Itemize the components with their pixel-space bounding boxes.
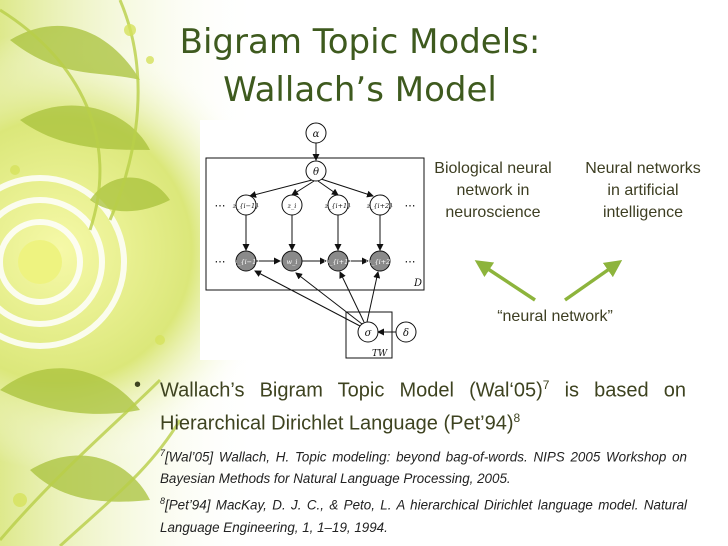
arrow-to-ai xyxy=(563,259,623,302)
bullet-dot-icon: • xyxy=(134,374,142,396)
references: 7[Wal’05] Wallach, H. Topic modeling: be… xyxy=(160,442,687,539)
meaning-arrows xyxy=(474,259,623,302)
ellipsis-left-bottom: ⋯ xyxy=(215,256,226,268)
bullet-sup-8: 8 xyxy=(513,410,521,425)
bullet-sup-7: 7 xyxy=(542,378,550,392)
title-line-2: Wallach’s Model xyxy=(223,70,497,110)
biological-neural-network-label: Biological neural network in neuroscienc… xyxy=(434,160,552,221)
node-w-i: w_i xyxy=(287,258,298,266)
node-theta: θ xyxy=(313,167,319,178)
node-sigma: σ xyxy=(365,328,373,339)
node-z-prev: z_{i−1} xyxy=(232,202,260,210)
ellipsis-right-top: ⋯ xyxy=(405,200,416,212)
ref1-sup: 7 xyxy=(160,448,166,458)
bullet-point: • Wallach’s Bigram Topic Model (Wal‘05)7… xyxy=(134,372,686,437)
bullet-text-part2: is based on Hierarchical Dirichlet Langu… xyxy=(160,379,687,435)
node-w-next1: w_{i+1} xyxy=(324,258,353,266)
node-delta: δ xyxy=(403,328,409,339)
ai-neural-networks-label: Neural networks in artificial intelligen… xyxy=(585,160,701,221)
ref2-sup: 8 xyxy=(160,496,166,507)
plate-tw-label: TW xyxy=(372,349,388,359)
title-line-1: Bigram Topic Models: xyxy=(179,22,541,62)
node-z-i: z_i xyxy=(287,202,297,210)
reference-mackay-peto: 8[Pet’94] MacKay, D. J. C., & Peto, L. A… xyxy=(160,490,687,538)
node-w-next2: w_{i+2} xyxy=(366,258,395,266)
arrow-to-biological xyxy=(474,260,536,302)
node-z-next1: z_{i+1} xyxy=(324,202,352,210)
ellipsis-left-top: ⋯ xyxy=(215,200,226,212)
node-z-next2: z_{i+2} xyxy=(366,202,394,210)
bullet-text-part1: Wallach’s Bigram Topic Model (Wal‘05) xyxy=(160,379,543,402)
plate-d-label: D xyxy=(413,278,422,289)
node-alpha: α xyxy=(313,129,320,140)
reference-wallach: 7[Wal’05] Wallach, H. Topic modeling: be… xyxy=(160,442,687,490)
bigram-topic-model-graphical-model: D TW α θ xyxy=(200,120,432,360)
node-w-prev: w_{i−1} xyxy=(232,258,261,266)
neural-network-quote: “neural network” xyxy=(497,308,613,325)
slide-title: Bigram Topic Models: Wallach’s Model xyxy=(130,18,590,114)
ref1-text: [Wal’05] Wallach, H. Topic modeling: bey… xyxy=(160,449,687,487)
bullet-text: Wallach’s Bigram Topic Model (Wal‘05)7 i… xyxy=(160,372,686,437)
ellipsis-right-bottom: ⋯ xyxy=(405,256,416,268)
ref2-text: [Pet’94] MacKay, D. J. C., & Peto, L. A … xyxy=(160,497,687,535)
